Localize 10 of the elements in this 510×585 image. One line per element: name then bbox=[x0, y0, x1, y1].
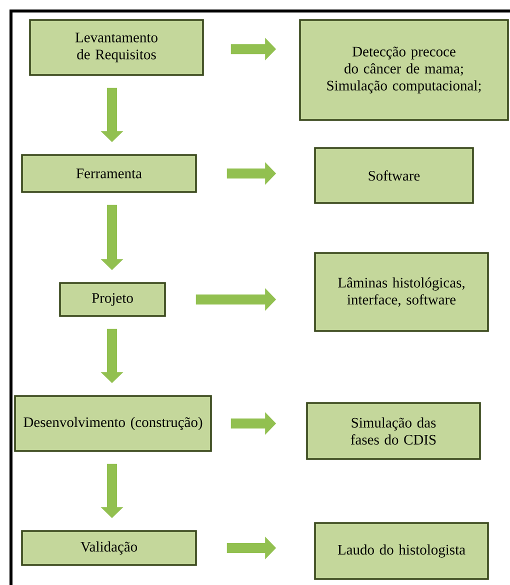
process-box: Ferramenta bbox=[21, 154, 197, 193]
result-box: Software bbox=[314, 147, 474, 204]
process-box: Levantamento de Requisitos bbox=[29, 19, 204, 76]
result-box: Laudo do histologista bbox=[314, 522, 489, 580]
process-box: Validação bbox=[21, 530, 197, 566]
result-box: Simulação das fases do CDIS bbox=[306, 402, 481, 460]
result-box: Detecção precoce do câncer de mama; Simulação computacional; bbox=[299, 19, 509, 121]
process-box: Desenvolvimento (construção) bbox=[14, 395, 212, 452]
process-box: Projeto bbox=[59, 282, 166, 317]
result-box: Lâminas histológicas, interface, software bbox=[314, 252, 489, 332]
